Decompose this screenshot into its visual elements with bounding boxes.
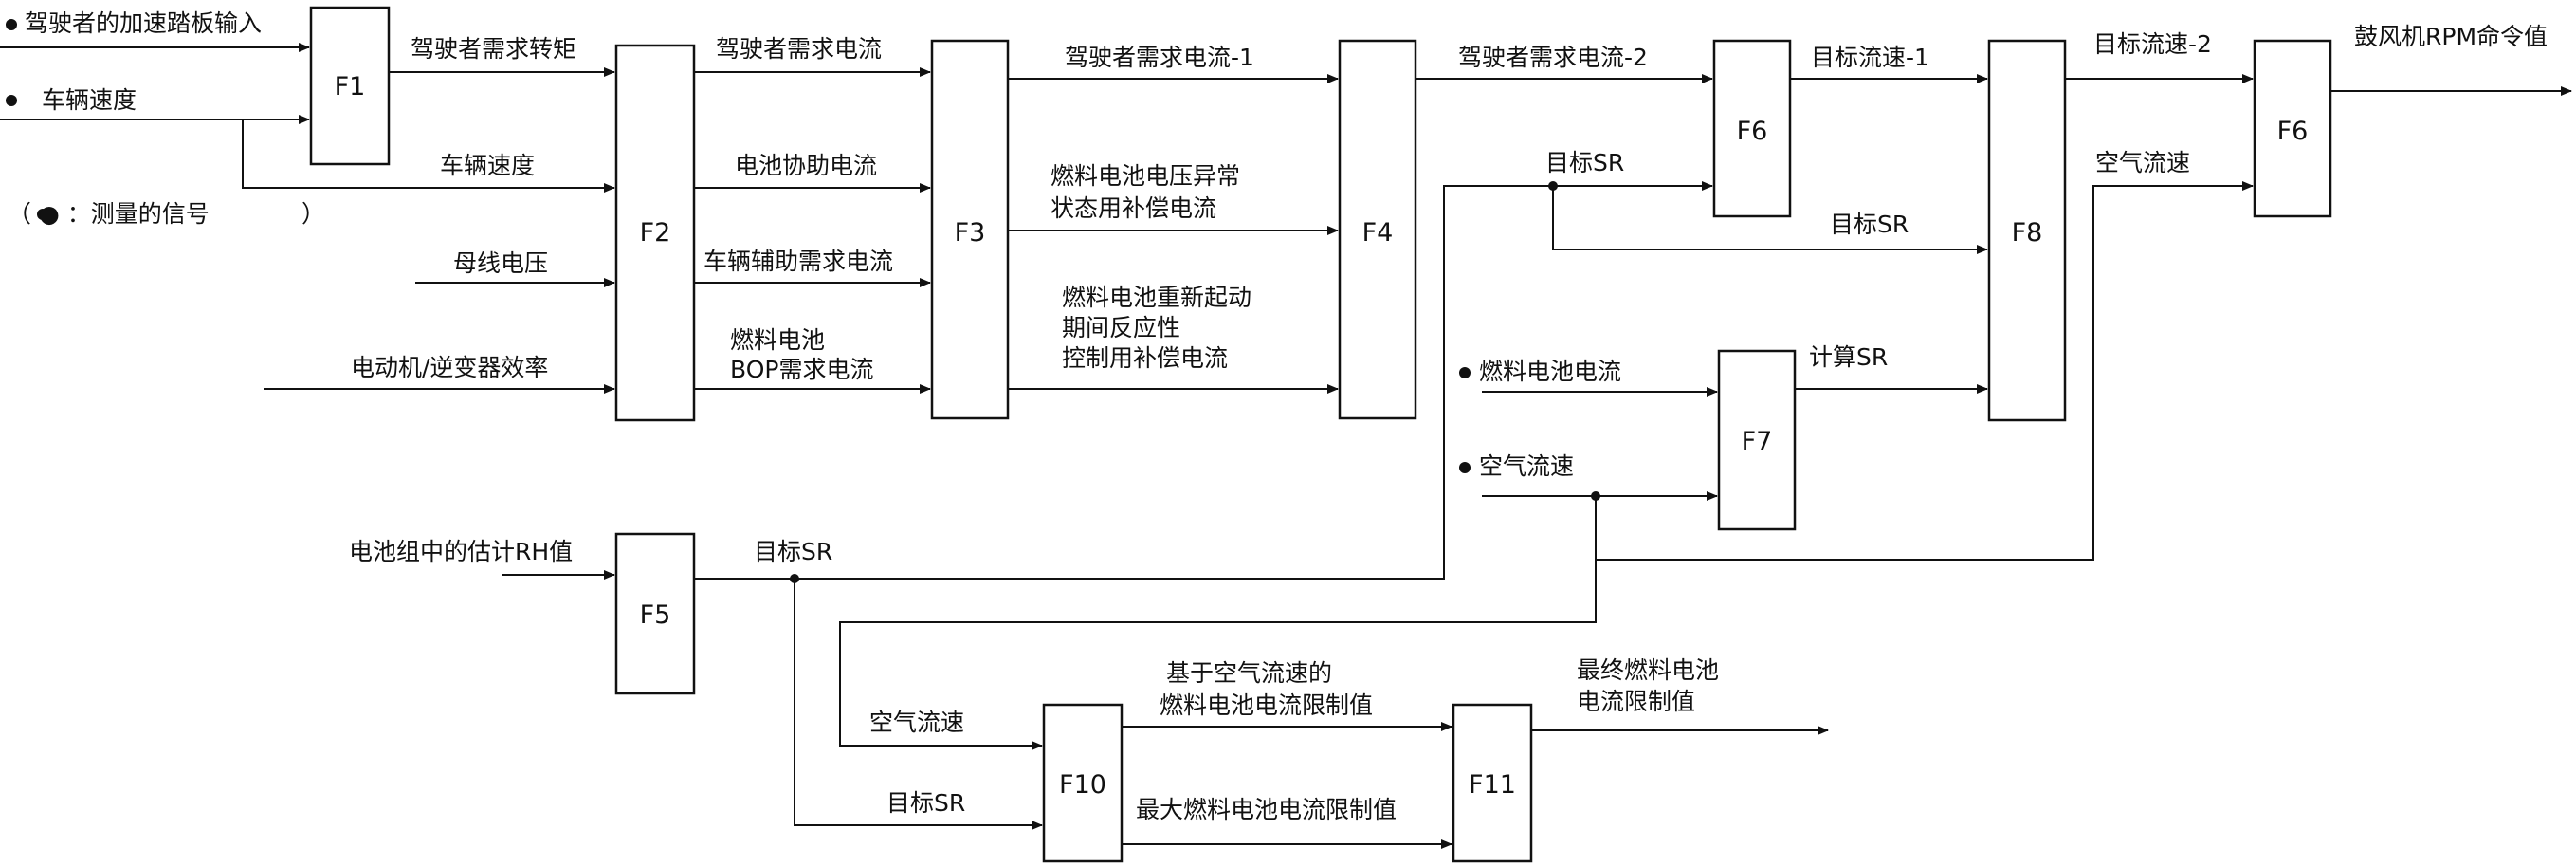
input-vehicle-speed-label: 车辆速度 [42, 86, 137, 114]
signal-battery-assist: 电池协助电流 [735, 152, 877, 179]
signal-vehicle-speed: 车辆速度 [440, 152, 535, 179]
signal-air-based-line2: 燃料电池电流限制值 [1160, 692, 1373, 719]
signal-bop-line1: 燃料电池 [730, 326, 825, 354]
signal-target-sr-f8: 目标SR [1830, 211, 1909, 238]
output-final-limit-line1: 最终燃料电池 [1577, 656, 1719, 684]
output-final-limit-line2: 电流限制值 [1577, 688, 1695, 715]
signal-bop-line2: BOP需求电流 [730, 356, 873, 383]
signal-driver-current-2: 驾驶者需求电流-2 [1458, 44, 1648, 71]
signal-air-flow-f10: 空气流速 [869, 709, 964, 736]
block-f1: F1 [309, 6, 391, 166]
measured-signal-dot [1459, 367, 1471, 378]
legend-close: ） [301, 200, 325, 228]
measured-signal-dot [1459, 462, 1471, 473]
input-fc-current-label: 燃料电池电流 [1479, 358, 1621, 385]
signal-target-sr-f10: 目标SR [886, 789, 965, 817]
input-air-flow-label: 空气流速 [1479, 452, 1574, 480]
block-f7-label: F7 [1742, 427, 1773, 456]
signal-fc-restart-line2: 期间反应性 [1062, 314, 1180, 341]
block-f5-label: F5 [640, 600, 671, 630]
legend-label: （ ● ：测量的信号 [8, 200, 210, 228]
block-f11-label: F11 [1469, 770, 1516, 800]
input-battery-rh-label: 电池组中的估计RH值 [349, 538, 573, 565]
input-pedal-label: 驾驶者的加速踏板输入 [25, 9, 262, 37]
block-f4-label: F4 [1362, 218, 1394, 248]
measured-signal-dot [6, 95, 17, 106]
signal-target-flow-1: 目标流速-1 [1811, 44, 1929, 71]
block-f2: F2 [614, 44, 696, 422]
legend-dot [37, 209, 48, 220]
measured-signal-dot [6, 19, 17, 30]
signal-fc-abnormal-line1: 燃料电池电压异常 [1050, 162, 1240, 190]
signal-fc-restart-line1: 燃料电池重新起动 [1062, 284, 1251, 311]
block-f5: F5 [614, 532, 696, 695]
signal-vehicle-aux: 车辆辅助需求电流 [703, 248, 893, 275]
input-bus-voltage-label: 母线电压 [453, 249, 548, 277]
signal-target-sr-f5: 目标SR [754, 538, 832, 565]
block-f11: F11 [1452, 703, 1533, 863]
input-motor-efficiency-label: 电动机/逆变器效率 [351, 354, 548, 381]
block-f3-label: F3 [955, 218, 986, 248]
block-f10-label: F10 [1059, 770, 1106, 800]
signal-air-flow-f6: 空气流速 [2095, 149, 2190, 176]
signal-target-flow-2: 目标流速-2 [2093, 30, 2212, 58]
block-f1-label: F1 [335, 72, 366, 101]
block-f2-label: F2 [640, 218, 671, 248]
signal-fc-restart-line3: 控制用补偿电流 [1062, 344, 1228, 372]
block-f10: F10 [1042, 703, 1124, 863]
block-f6-first: F6 [1712, 39, 1792, 218]
block-f6-first-label: F6 [1737, 117, 1768, 146]
output-blower-rpm: 鼓风机RPM命令值 [2354, 23, 2548, 50]
signal-driver-current-1: 驾驶者需求电流-1 [1065, 44, 1254, 71]
signal-fc-abnormal-line2: 状态用补偿电流 [1050, 194, 1216, 222]
block-f6-second: F6 [2253, 39, 2332, 218]
block-f4: F4 [1338, 39, 1417, 420]
block-f3: F3 [930, 39, 1010, 420]
block-f6-second-label: F6 [2277, 117, 2309, 146]
connectors [0, 43, 2572, 849]
signal-air-based-line1: 基于空气流速的 [1166, 659, 1332, 687]
block-f7: F7 [1717, 349, 1797, 531]
signal-calc-sr: 计算SR [1809, 343, 1888, 371]
block-f8-label: F8 [2012, 218, 2043, 248]
signal-driver-torque: 驾驶者需求转矩 [411, 35, 576, 63]
block-f8: F8 [1987, 39, 2067, 422]
signal-target-sr-upper: 目标SR [1545, 149, 1624, 176]
signal-max-fc-limit: 最大燃料电池电流限制值 [1136, 796, 1397, 823]
signal-driver-current: 驾驶者需求电流 [716, 35, 882, 63]
